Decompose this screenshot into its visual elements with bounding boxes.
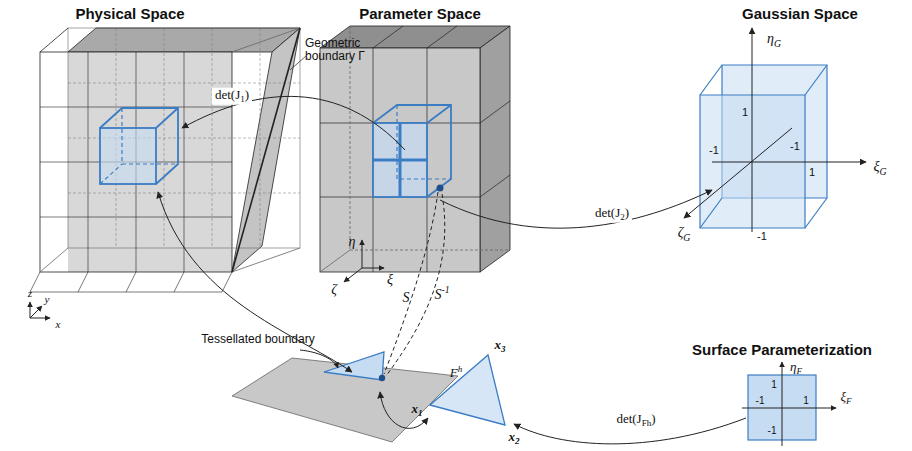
- diagram-label: ξG: [873, 159, 886, 178]
- diagram-label: Fh: [450, 364, 463, 381]
- diagram-label: 1: [803, 395, 809, 406]
- diagram-label: ξ: [387, 272, 393, 287]
- diagram-label: -1: [709, 144, 719, 156]
- diagram-label: Geometric boundary Γ: [305, 37, 379, 63]
- diagram-label: Physical Space: [75, 6, 184, 23]
- diagram-label: -1: [757, 230, 767, 242]
- diagram-label: η: [349, 234, 356, 249]
- diagram-label: Surface Parameterization: [692, 342, 872, 359]
- diagram-label: 1: [771, 379, 777, 390]
- diagram-label: ξF: [840, 390, 851, 407]
- diagram-label: ζ: [331, 282, 337, 297]
- diagram-label: 1: [742, 106, 748, 118]
- diagram-label: Tessellated boundary: [201, 333, 314, 346]
- diagram-label: S: [403, 290, 410, 305]
- diagram-label: x2: [508, 430, 519, 447]
- diagram-label: -1: [756, 395, 765, 406]
- diagram-label: det(JFh): [613, 412, 658, 429]
- diagram-label: det(J2): [592, 206, 632, 223]
- diagram-label: -1: [790, 140, 800, 152]
- diagram-label: y: [45, 293, 50, 305]
- diagram-label: x3: [494, 338, 505, 355]
- diagram-label: x1: [411, 402, 422, 419]
- diagram-label: ηG: [767, 31, 781, 50]
- diagram-label: Gaussian Space: [742, 6, 858, 23]
- diagram-label: det(J1): [212, 88, 252, 105]
- diagram-label: -1: [768, 425, 777, 436]
- diagram-label: x: [56, 318, 61, 330]
- diagram-label: ζG: [678, 225, 691, 244]
- diagram-label: Parameter Space: [359, 6, 481, 23]
- diagram-label: z: [28, 287, 32, 299]
- diagram-label: ηF: [790, 360, 802, 377]
- diagram-label: S-1: [434, 285, 449, 302]
- diagram-label: 1: [809, 166, 815, 178]
